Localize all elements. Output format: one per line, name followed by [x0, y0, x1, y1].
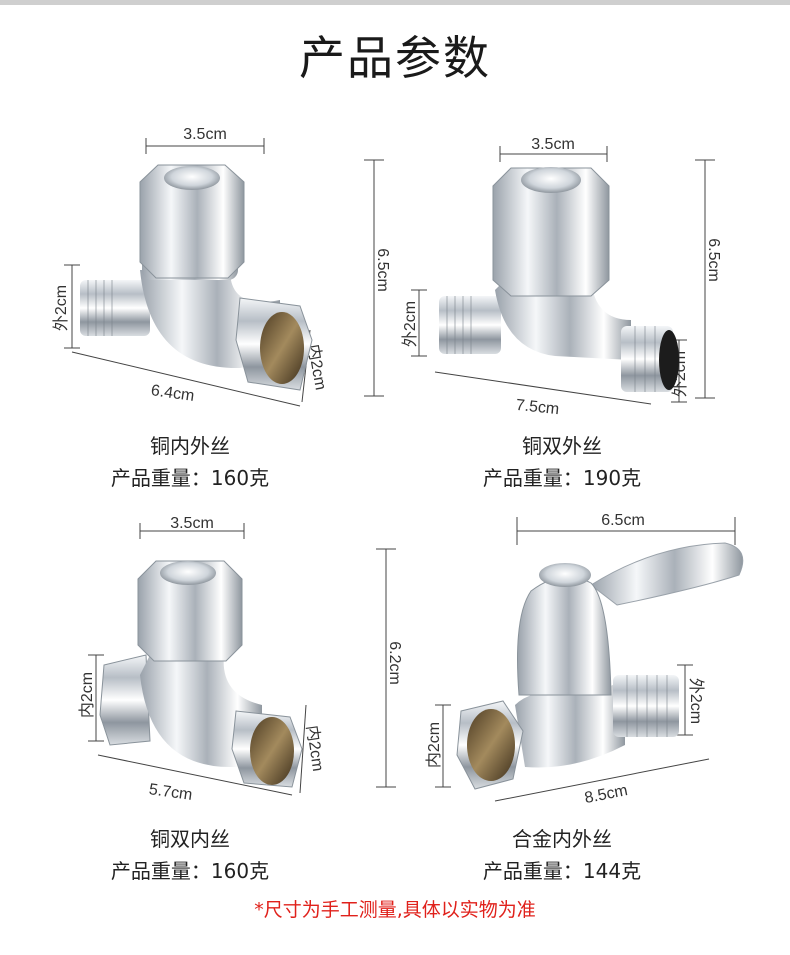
- dimension-left: 外2cm: [401, 289, 427, 357]
- dim-height-label: 6.2cm: [386, 641, 403, 685]
- measurement-note: *尺寸为手工测量,具体以实物为准: [254, 899, 536, 921]
- dim-top-label: 6.5cm: [601, 512, 645, 529]
- valve-diagram: 3.5cm 6.2cm 内2cm 内2cm 5.7cm: [78, 515, 403, 804]
- valve-body: [456, 542, 744, 790]
- dim-top-label: 3.5cm: [183, 126, 227, 143]
- dimension-left: 外2cm: [52, 264, 80, 349]
- valve-body: [439, 167, 679, 392]
- caption-product-1: 铜内外丝 产品重量：160克: [60, 430, 320, 494]
- product-weight: 产品重量：160克: [110, 859, 270, 883]
- dim-left-label: 内2cm: [78, 672, 96, 718]
- dim-right-label: 外2cm: [687, 678, 705, 724]
- top-border: [0, 0, 790, 5]
- product-name: 合金内外丝: [512, 827, 612, 851]
- dimension-left: 内2cm: [78, 654, 104, 742]
- dim-bottom-label: 5.7cm: [148, 781, 194, 804]
- dim-left-label: 内2cm: [425, 722, 443, 768]
- caption-product-3: 铜双内丝 产品重量：160克: [60, 823, 320, 887]
- dim-top-label: 3.5cm: [170, 515, 214, 532]
- dim-top-label: 3.5cm: [531, 136, 575, 153]
- product-name: 铜双外丝: [522, 434, 602, 458]
- dimension-bottom: 5.7cm: [97, 754, 293, 804]
- product-alloy-in-out: 6.5cm 内2cm 外2cm 8.5cm: [395, 505, 790, 895]
- product-weight: 产品重量：160克: [110, 466, 270, 490]
- dimension-top: 3.5cm: [139, 515, 245, 539]
- dimension-height: 6.2cm: [376, 548, 403, 788]
- dim-left-label: 外2cm: [401, 301, 419, 347]
- valve-diagram: 3.5cm 6.5cm 外2cm 内2cm 6.4cm: [52, 126, 391, 407]
- dimension-top: 3.5cm: [499, 136, 608, 162]
- product-name: 铜内外丝: [150, 434, 230, 458]
- dim-bottom-label: 7.5cm: [515, 397, 560, 418]
- product-copper-double-out: 3.5cm 6.5cm 外2cm 外2cm 7.5cm: [395, 120, 790, 500]
- valve-diagram: 6.5cm 内2cm 外2cm 8.5cm: [425, 512, 744, 807]
- product-weight: 产品重量：190克: [482, 466, 642, 490]
- product-name: 铜双内丝: [150, 827, 230, 851]
- product-weight: 产品重量：144克: [482, 859, 642, 883]
- dim-right-label: 内2cm: [303, 724, 327, 772]
- valve-body: [99, 560, 303, 788]
- dimension-top: 3.5cm: [145, 126, 265, 154]
- dimension-right: 外2cm: [677, 664, 705, 736]
- dimension-right: 内2cm: [299, 704, 327, 794]
- dim-height-label: 6.5cm: [705, 238, 722, 282]
- dimension-left: 内2cm: [425, 704, 451, 788]
- dimension-top: 6.5cm: [516, 512, 736, 545]
- dim-bottom-label: 8.5cm: [583, 782, 629, 807]
- page-title: 产品参数: [299, 31, 491, 85]
- product-copper-double-in: 3.5cm 6.2cm 内2cm 内2cm 5.7cm: [0, 505, 403, 895]
- product-copper-in-out: 3.5cm 6.5cm 外2cm 内2cm 6.4cm: [0, 120, 395, 500]
- valve-diagram: 3.5cm 6.5cm 外2cm 外2cm 7.5cm: [401, 136, 722, 418]
- dim-height-label: 6.5cm: [374, 248, 391, 292]
- dimension-height: 6.5cm: [695, 159, 722, 399]
- dimension-bottom: 6.4cm: [71, 351, 301, 407]
- caption-product-4: 合金内外丝 产品重量：144克: [432, 823, 692, 887]
- dim-left-label: 外2cm: [52, 285, 70, 331]
- valve-body: [80, 164, 313, 391]
- dimension-bottom: 7.5cm: [434, 371, 652, 418]
- dim-bottom-label: 6.4cm: [150, 382, 196, 405]
- caption-product-2: 铜双外丝 产品重量：190克: [432, 430, 692, 494]
- dimension-height: 6.5cm: [364, 159, 391, 397]
